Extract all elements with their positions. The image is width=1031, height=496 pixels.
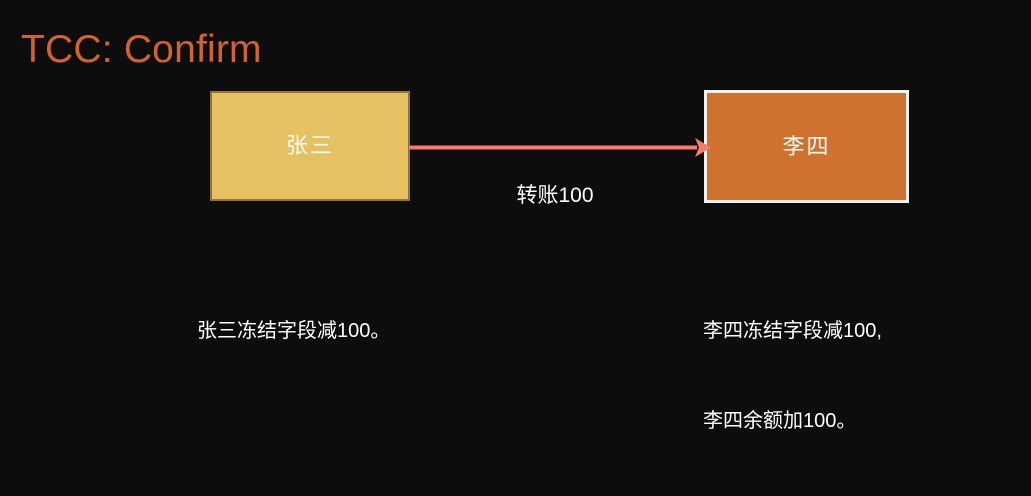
annotation-payee-line-2: 李四余额加100。 <box>703 410 857 432</box>
slide-title: TCC: Confirm <box>21 28 262 71</box>
transfer-arrow <box>409 135 711 161</box>
annotation-payee: 李四冻结字段减100, 李四余额加100。 <box>703 256 882 496</box>
annotation-payee-line-1: 李四冻结字段减100, <box>703 320 882 342</box>
annotation-payer-line-1: 张三冻结字段减100。 <box>197 320 391 342</box>
annotation-payer: 张三冻结字段减100。 <box>197 256 390 406</box>
transfer-arrow-label: 转账100 <box>516 184 594 207</box>
node-payee-label: 李四 <box>782 133 831 159</box>
diagram-node-payer: 张三 <box>210 91 410 201</box>
arrow-right-icon <box>409 138 711 157</box>
diagram-node-payee: 李四 <box>704 90 909 203</box>
slide-canvas: TCC: Confirm 张三 李四 转账100 张三冻结字段减100。 李四冻… <box>21 28 909 432</box>
node-payer-label: 张三 <box>285 133 334 158</box>
